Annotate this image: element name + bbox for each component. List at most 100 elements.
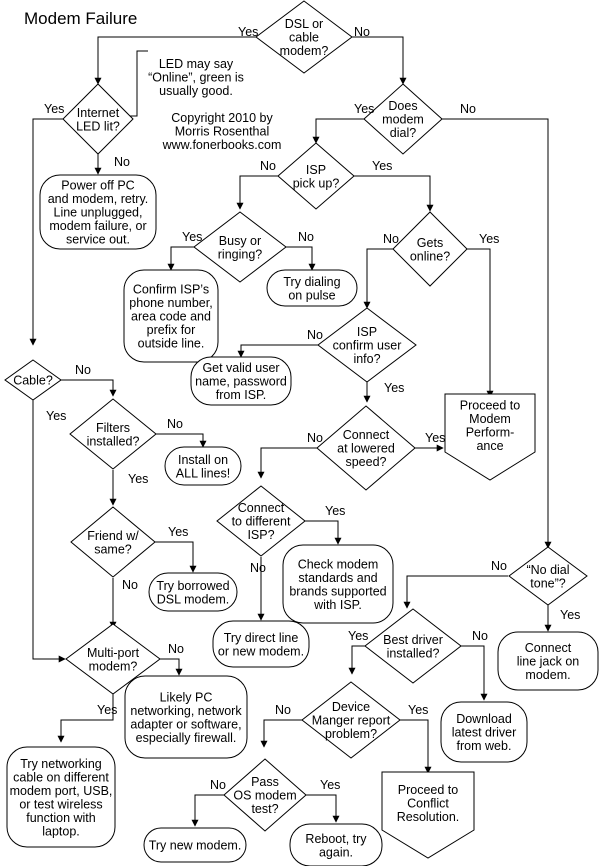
edge-label-dsl-yes: Yes	[238, 25, 258, 39]
edge-diffisp-yes	[300, 520, 342, 545]
decision-diamond	[62, 83, 134, 155]
decision-diamond	[364, 608, 462, 684]
decision-diamond	[363, 83, 443, 155]
edge-dial-no	[442, 118, 552, 549]
node-text-line: modem	[382, 113, 424, 127]
terminal-box	[497, 631, 599, 691]
node-text-line: Resolution.	[397, 810, 460, 824]
node-text-line: Check modem	[298, 557, 379, 571]
edge-device-yes	[400, 719, 432, 774]
node-text-line: info?	[353, 352, 380, 366]
node-cable: Cable?	[4, 359, 62, 401]
node-text-line: ISP	[357, 325, 377, 339]
node-text-line: problem?	[325, 727, 377, 741]
edge-lowered-no	[257, 447, 317, 479]
edge-friend-yes	[155, 541, 197, 573]
node-text-line: LED may say	[159, 57, 234, 71]
node-new-modem: Try new modem.	[143, 827, 247, 863]
edge-online-yes	[467, 248, 494, 398]
node-text-line: ringing?	[218, 247, 263, 261]
node-text-line: Reboot, try	[305, 832, 367, 846]
edge-label-pass-no: No	[210, 778, 226, 792]
node-text-line: Proceed to	[460, 398, 521, 412]
node-text-line: Perform-	[466, 425, 515, 439]
edge-label-dial-no: No	[460, 102, 476, 116]
node-text-line: area code and	[131, 310, 211, 324]
edge-ispconf-no	[237, 344, 318, 358]
edge-label-filters-no: No	[167, 417, 183, 431]
node-text-line: modem.	[525, 668, 570, 682]
node-text-line: ISP	[306, 163, 326, 177]
edge-dsl-yes	[94, 36, 256, 85]
node-text-line: OS modem	[233, 789, 296, 803]
decision-diamond	[193, 211, 287, 283]
edge-label-dsl-no: No	[354, 25, 370, 39]
terminal-box	[39, 174, 157, 250]
edge-pass-no	[191, 794, 224, 827]
edge-multi-yes	[57, 694, 114, 743]
node-text-line: outside line.	[138, 337, 205, 351]
node-text-line: Try borrowed	[156, 579, 229, 593]
edge-label-busy-no: No	[298, 230, 314, 244]
node-text-line: “Online”, green is	[148, 71, 244, 85]
edge-dial-yes	[312, 118, 365, 144]
edge-label-friend-yes: Yes	[168, 525, 188, 539]
terminal-box	[124, 675, 248, 759]
node-text-line: Try new modem.	[149, 839, 242, 853]
node-text-line: modem port, USB,	[10, 784, 113, 798]
decision-diamond	[223, 758, 307, 832]
node-text-line: especially firewall.	[136, 731, 237, 745]
node-text-line: to different	[232, 515, 291, 529]
node-text-line: with ISP.	[313, 598, 362, 612]
node-text-line: Get valid user	[202, 361, 279, 375]
node-text-line: from ISP.	[216, 388, 266, 402]
node-text-line: adapter or software,	[130, 717, 241, 731]
edge-online-no	[363, 248, 393, 309]
decision-diamond	[301, 681, 401, 759]
decision-diamond	[316, 405, 416, 491]
edge-label-driver-yes: Yes	[348, 629, 368, 643]
node-text-line: Device	[332, 700, 370, 714]
terminal-box	[143, 827, 247, 863]
edge-label-online-yes: Yes	[479, 232, 499, 246]
node-text-line: DSL or	[285, 17, 323, 31]
node-text-line: or new modem.	[218, 644, 304, 658]
decision-diamond	[317, 307, 417, 383]
node-text-line: same?	[94, 542, 132, 556]
edge-driver-no	[461, 645, 488, 701]
decision-diamond	[65, 623, 161, 695]
edge-label-ispconf-no: No	[307, 328, 323, 342]
diagram-title: Modem Failure	[24, 9, 137, 28]
node-text-line: www.fonerbooks.com	[162, 138, 282, 152]
edge-label-led-yes: Yes	[44, 102, 64, 116]
connectors	[29, 36, 552, 827]
edge-filters-no	[155, 433, 207, 448]
node-text-line: online?	[410, 249, 450, 263]
edge-label-filters-yes: Yes	[128, 472, 148, 486]
edge-driver-yes	[348, 645, 365, 675]
node-text-line: Try dialing	[283, 275, 340, 289]
terminal-box	[266, 269, 358, 307]
node-text-line: modem failure, or	[49, 219, 146, 233]
node-text-line: ALL lines!	[176, 466, 230, 480]
node-text-line: name, password	[195, 375, 287, 389]
node-text-line: Install on	[178, 453, 228, 467]
